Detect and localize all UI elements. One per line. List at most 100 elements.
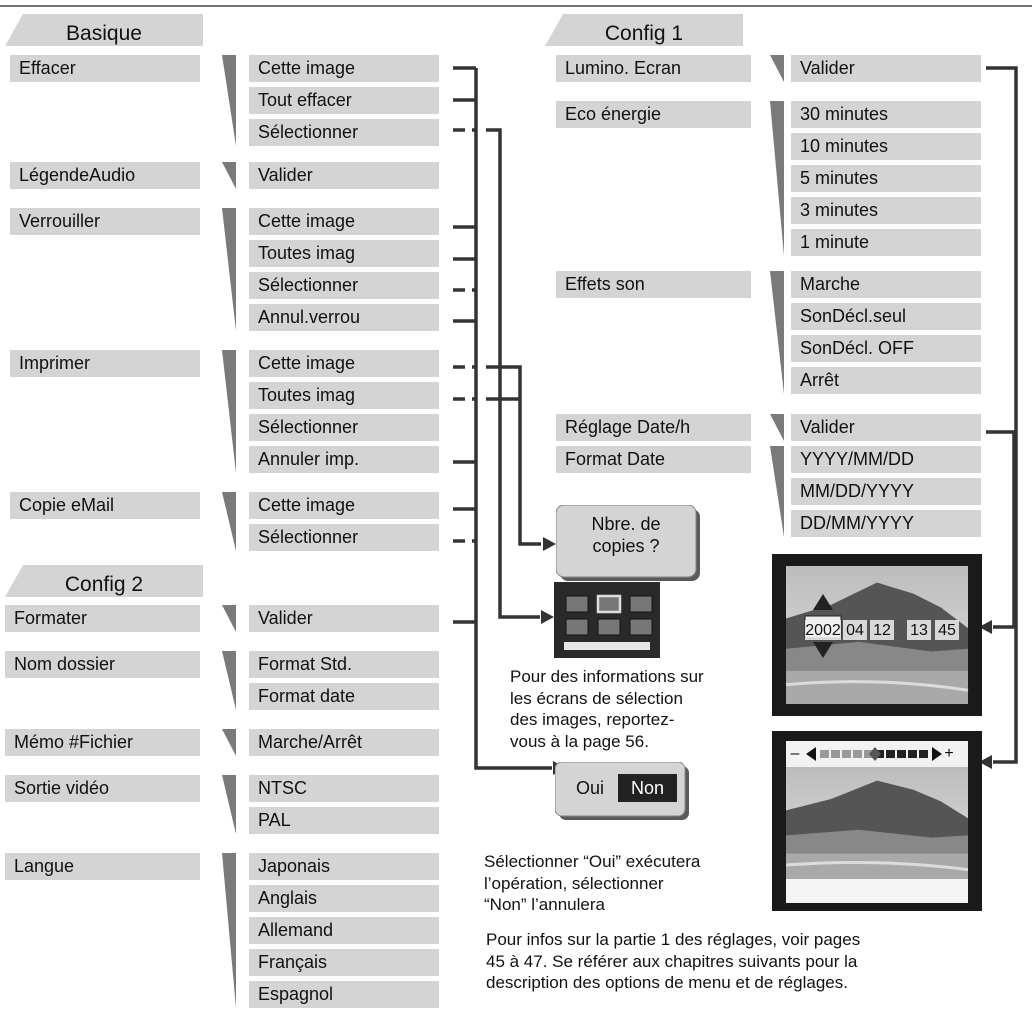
- config2-option-4-3[interactable]: Français: [249, 949, 439, 976]
- config2-option-2-0[interactable]: Marche/Arrêt: [249, 729, 439, 756]
- basique-option-0-1[interactable]: Tout effacer: [249, 87, 439, 114]
- config2-option-1-1[interactable]: Format date: [249, 683, 439, 710]
- config1-item-1[interactable]: Eco énergie: [556, 101, 751, 128]
- confirm-yes-button[interactable]: Oui: [575, 778, 604, 798]
- config1-wedge-0: [770, 55, 784, 82]
- config2-item-3[interactable]: Sortie vidéo: [5, 775, 200, 802]
- basique-option-4-0[interactable]: Cette image: [249, 492, 439, 519]
- config1-option-1-3[interactable]: 3 minutes: [791, 197, 981, 224]
- config1-option-1-2[interactable]: 5 minutes: [791, 165, 981, 192]
- date-field-day[interactable]: 12: [870, 620, 894, 640]
- config1-tab: [545, 14, 743, 46]
- confirm-no-button[interactable]: Non: [630, 778, 665, 798]
- config2-option-4-0[interactable]: Japonais: [249, 853, 439, 880]
- basique-option-2-1[interactable]: Toutes imag: [249, 240, 439, 267]
- config2-tab-label: Config 2: [64, 573, 144, 596]
- basique-tab-label: Basique: [66, 22, 142, 45]
- copies-arrow: [543, 537, 556, 551]
- basique-option-0-2[interactable]: Sélectionner: [249, 119, 439, 146]
- config1-wedge-1: [770, 101, 784, 256]
- note-confirm_info-1: l’opération, sélectionner: [484, 873, 664, 893]
- config1-option-4-1[interactable]: MM/DD/YYYY: [791, 478, 981, 505]
- config1-option-2-1[interactable]: SonDécl.seul: [791, 303, 981, 330]
- basique-option-3-2[interactable]: Sélectionner: [249, 414, 439, 441]
- basique-option-1-0[interactable]: Valider: [249, 162, 439, 189]
- config1-item-3[interactable]: Réglage Date/h: [556, 414, 751, 441]
- copies-box: [556, 505, 700, 581]
- config1-option-4-0[interactable]: YYYY/MM/DD: [791, 446, 981, 473]
- basique-item-2[interactable]: Verrouiller: [10, 208, 200, 235]
- config1-item-4[interactable]: Format Date: [556, 446, 751, 473]
- brightness-screen: [772, 731, 982, 911]
- note-confirm_info-0: Sélectionner “Oui” exécutera: [484, 852, 701, 871]
- config2-option-1-0[interactable]: Format Std.: [249, 651, 439, 678]
- config1-option-0-0[interactable]: Valider: [791, 55, 981, 82]
- brightness-minus-icon[interactable]: –: [790, 745, 800, 762]
- basique-wedge-3: [222, 350, 236, 473]
- note-config1_info-1: 45 à 47. Se référer aux chapitres suivan…: [486, 951, 858, 971]
- date-arrow: [979, 620, 992, 634]
- config1-tab-label: Config 1: [604, 22, 684, 45]
- config1-wedge-3: [770, 414, 784, 441]
- basique-option-2-2[interactable]: Sélectionner: [249, 272, 439, 299]
- config1-item-0[interactable]: Lumino. Ecran: [556, 55, 751, 82]
- note-confirm_info-2: “Non” l’annulera: [484, 895, 605, 914]
- config1-wedge-4: [770, 446, 784, 537]
- basique-option-3-1[interactable]: Toutes imag: [249, 382, 439, 409]
- basique-item-3[interactable]: Imprimer: [10, 350, 200, 377]
- date-field-month[interactable]: 04: [843, 620, 867, 640]
- config1-option-4-2[interactable]: DD/MM/YYYY: [791, 510, 981, 537]
- note-selection_info-3: vous à la page 56.: [510, 731, 649, 751]
- config1-item-2[interactable]: Effets son: [556, 271, 751, 298]
- config1-option-1-4[interactable]: 1 minute: [791, 229, 981, 256]
- config1-option-2-0[interactable]: Marche: [791, 271, 981, 298]
- selection-bus: [486, 128, 540, 619]
- confirm-box: [555, 762, 689, 820]
- config2-wedge-3: [222, 775, 236, 834]
- note-config1_info-0: Pour infos sur la partie 1 des réglages,…: [486, 930, 861, 949]
- note-selection_info-0: Pour des informations sur: [510, 667, 704, 686]
- config1-option-1-1[interactable]: 10 minutes: [791, 133, 981, 160]
- basique-item-4[interactable]: Copie eMail: [10, 492, 200, 519]
- config1-option-3-0[interactable]: Valider: [791, 414, 981, 441]
- basique-item-1[interactable]: LégendeAudio: [10, 162, 200, 189]
- basique-tab: [5, 14, 203, 46]
- config2-item-0[interactable]: Formater: [5, 605, 200, 632]
- config1-option-2-3[interactable]: Arrêt: [791, 367, 981, 394]
- config1-option-1-0[interactable]: 30 minutes: [791, 101, 981, 128]
- basique-option-2-0[interactable]: Cette image: [249, 208, 439, 235]
- config1-wedge-2: [770, 271, 784, 394]
- confirm-bus: [453, 66, 552, 770]
- config2-item-2[interactable]: Mémo #Fichier: [5, 729, 200, 756]
- date-bus: [986, 430, 1016, 629]
- brightness-bus: [986, 66, 1018, 764]
- config2-item-1[interactable]: Nom dossier: [5, 651, 200, 678]
- config1-option-2-2[interactable]: SonDécl. OFF: [791, 335, 981, 362]
- basique-option-3-3[interactable]: Annuler imp.: [249, 446, 439, 473]
- print-taps: [453, 365, 476, 401]
- config2-option-4-4[interactable]: Espagnol: [249, 981, 439, 1008]
- date-field-year[interactable]: 2002: [805, 620, 841, 640]
- config2-tab: [5, 565, 203, 597]
- date-field-minute[interactable]: 45: [935, 620, 959, 640]
- config2-wedge-4: [222, 853, 236, 1008]
- basique-option-4-1[interactable]: Sélectionner: [249, 524, 439, 551]
- basique-option-3-0[interactable]: Cette image: [249, 350, 439, 377]
- config2-option-0-0[interactable]: Valider: [249, 605, 439, 632]
- basique-option-2-3[interactable]: Annul.verrou: [249, 304, 439, 331]
- date-field-hour[interactable]: 13: [907, 620, 931, 640]
- config2-option-4-1[interactable]: Anglais: [249, 885, 439, 912]
- basique-wedge-0: [222, 55, 236, 146]
- config2-option-3-0[interactable]: NTSC: [249, 775, 439, 802]
- brightness-plus-icon[interactable]: +: [944, 745, 954, 762]
- config2-option-3-1[interactable]: PAL: [249, 807, 439, 834]
- note-selection_info-2: des images, reportez-: [510, 710, 675, 729]
- basique-item-0[interactable]: Effacer: [10, 55, 200, 82]
- config2-option-4-2[interactable]: Allemand: [249, 917, 439, 944]
- config2-wedge-0: [222, 605, 236, 632]
- config2-item-4[interactable]: Langue: [5, 853, 200, 880]
- basique-option-0-0[interactable]: Cette image: [249, 55, 439, 82]
- selection-arrow: [541, 610, 554, 624]
